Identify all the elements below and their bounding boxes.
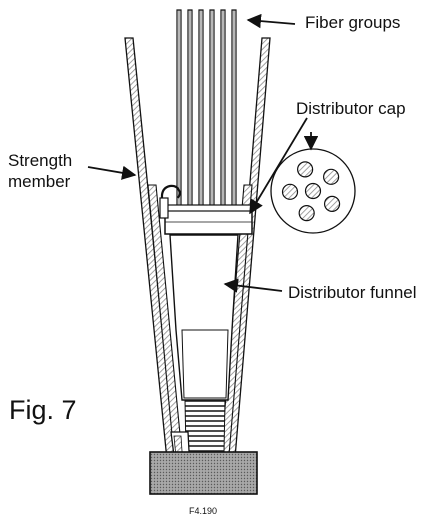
label-fiber-groups: Fiber groups [305, 13, 401, 32]
distributor-funnel [169, 234, 239, 453]
label-arrows [87, 13, 319, 293]
cap-hole [323, 168, 340, 185]
cap-hole [304, 182, 322, 200]
fiber-groups [176, 9, 237, 237]
distributor-cap [164, 204, 253, 235]
cap-hole [297, 161, 314, 178]
cap-hole [298, 205, 315, 222]
cap-hole [281, 183, 299, 200]
label-distributor-cap: Distributor cap [296, 99, 406, 118]
label-strength-line2: member [8, 172, 71, 191]
cable-boot [149, 451, 258, 495]
cap-cross-section [270, 148, 356, 234]
strength-member-left [124, 37, 177, 471]
label-distributor-funnel: Distributor funnel [288, 283, 417, 302]
figure-number: Fig. 7 [9, 395, 77, 425]
figure-code: F4.190 [189, 506, 218, 516]
label-strength-line1: Strength [8, 151, 73, 170]
cap-hole [323, 195, 341, 212]
latch-hook [159, 184, 181, 219]
